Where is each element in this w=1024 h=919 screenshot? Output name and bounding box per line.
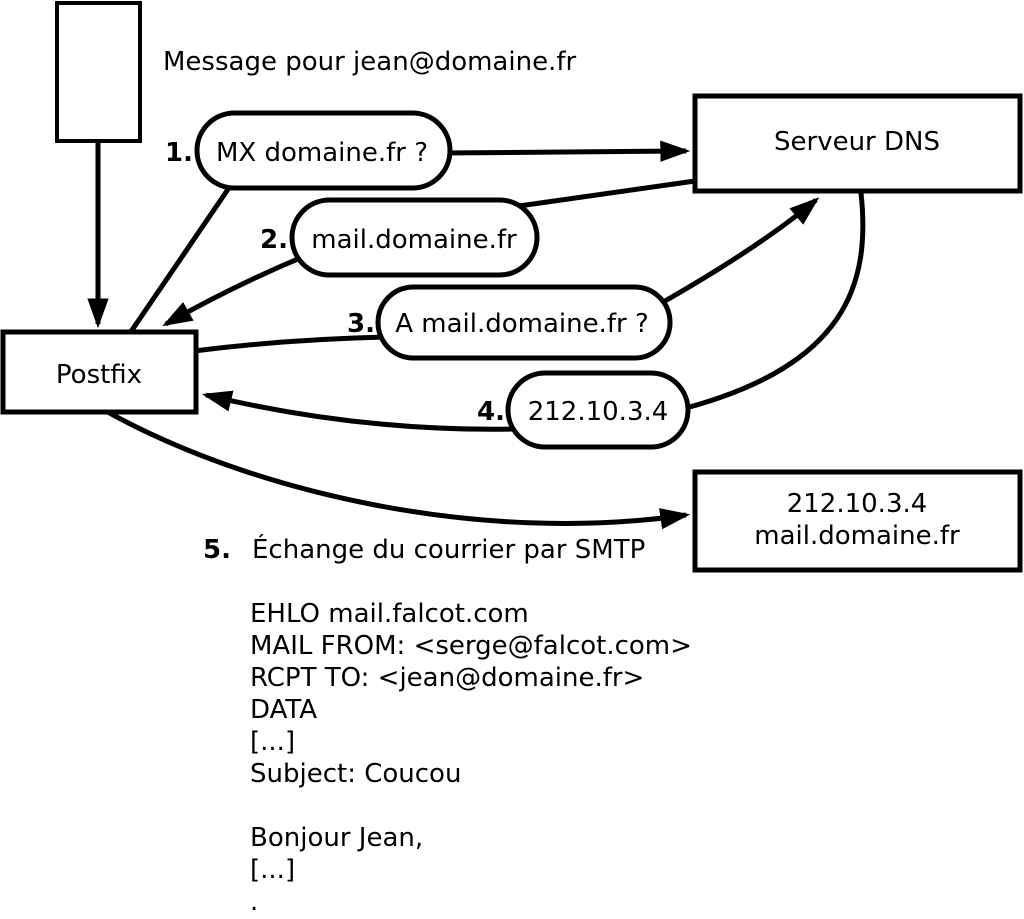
pill-mx-reply: [289, 197, 540, 278]
smtp-line: EHLO mail.falcot.com: [250, 599, 529, 629]
line-postfix-to-query3-tail: [193, 334, 391, 354]
step1-number: 1.: [165, 138, 193, 168]
smtp-line: RCPT TO: <jean@domaine.fr>: [250, 663, 644, 693]
step2-number: 2.: [260, 225, 288, 255]
arrow-query1-to-dns: [442, 140, 691, 162]
postfix-box: [0, 329, 199, 415]
smtp-line: Subject: Coucou: [250, 759, 461, 789]
pill-a-reply: [505, 370, 691, 450]
mailserver-box: [692, 469, 1023, 573]
dns-server-label: Serveur DNS: [774, 127, 940, 157]
step1-label: MX domaine.fr ?: [216, 138, 428, 168]
smtp-line: [...]: [250, 727, 295, 757]
pill-a-query: [375, 284, 673, 361]
arrow-reply2-to-postfix: [162, 253, 306, 327]
message-note: Message pour jean@domaine.fr: [163, 47, 576, 77]
line-postfix-to-query1-tail: [125, 177, 238, 338]
pill-mx-query: [194, 110, 453, 191]
step3-label: A mail.domaine.fr ?: [395, 309, 649, 339]
postfix-label: Postfix: [56, 360, 142, 390]
line-dns-to-reply4-tail: [685, 192, 866, 411]
step5-label: Échange du courrier par SMTP: [252, 533, 645, 565]
arrow-query3-to-dns: [656, 197, 820, 308]
line-dns-to-reply2-tail: [511, 178, 696, 210]
smtp-line: Bonjour Jean,: [250, 823, 423, 853]
dns-server-box: [692, 93, 1023, 194]
mailserver-ip: 212.10.3.4: [787, 489, 928, 519]
mail-client-box: [55, 1, 142, 143]
arrow-postfix-to-mailserver-smtp: [102, 407, 691, 530]
smtp-transcript: EHLO mail.falcot.com MAIL FROM: <serge@f…: [250, 599, 692, 917]
step5-number: 5.: [203, 535, 231, 565]
arrow-reply4-to-postfix: [201, 390, 517, 432]
step2-label: mail.domaine.fr: [311, 225, 517, 255]
step4-label: 212.10.3.4: [528, 397, 669, 427]
smtp-line: .: [250, 887, 258, 917]
smtp-line: DATA: [250, 695, 317, 725]
smtp-line: [...]: [250, 855, 295, 885]
mailserver-hostname: mail.domaine.fr: [754, 521, 960, 551]
step4-number: 4.: [477, 397, 505, 427]
step3-number: 3.: [347, 309, 375, 339]
smtp-line: MAIL FROM: <serge@falcot.com>: [250, 631, 692, 661]
